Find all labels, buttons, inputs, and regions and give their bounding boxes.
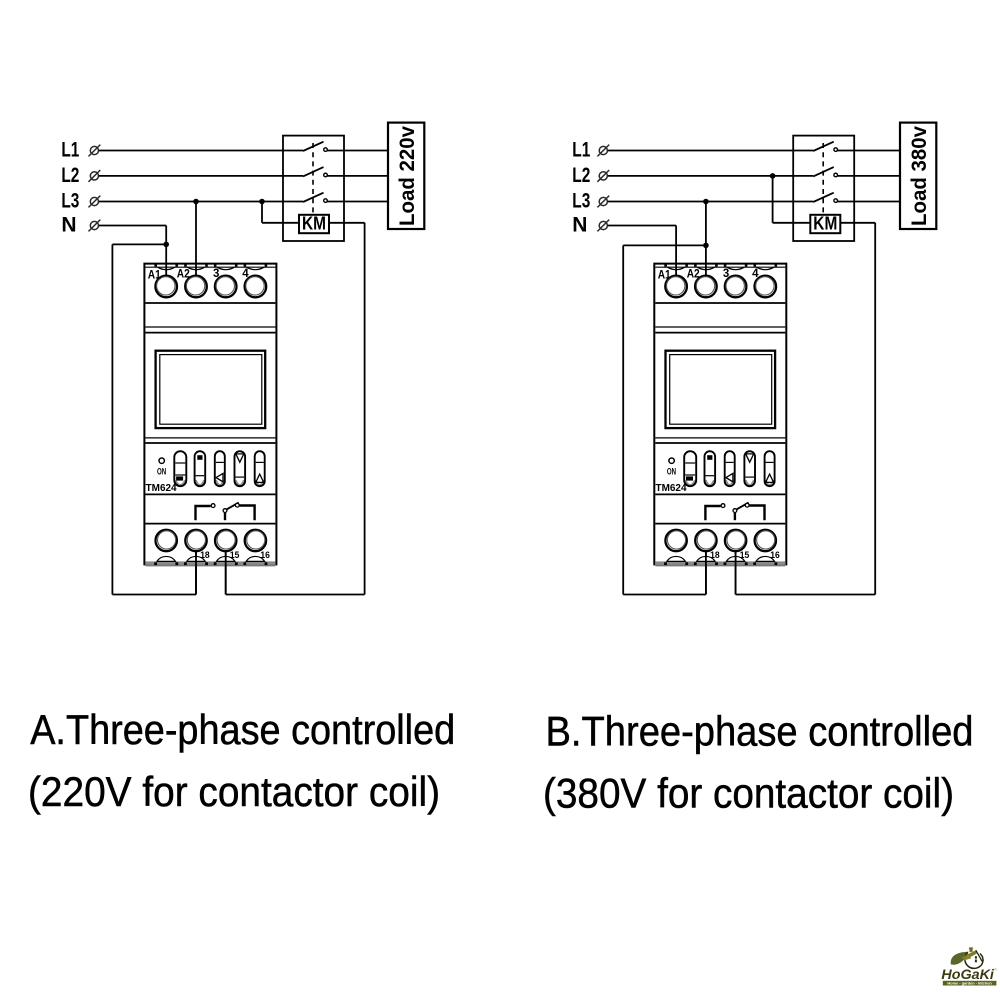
svg-text:15: 15 (230, 550, 240, 561)
svg-text:LTD: LTD (993, 968, 998, 972)
svg-text:Load 220v: Load 220v (395, 126, 419, 226)
svg-text:L1: L1 (61, 138, 79, 161)
svg-text:16: 16 (770, 550, 780, 561)
svg-text:A2: A2 (177, 269, 190, 281)
svg-text:B.Three-phase controlled: B.Three-phase controlled (546, 708, 974, 755)
svg-text:A.Three-phase controlled: A.Three-phase controlled (30, 706, 455, 753)
svg-text:A2: A2 (687, 269, 700, 281)
svg-text:ON: ON (157, 466, 166, 476)
svg-text:L3: L3 (61, 189, 79, 212)
svg-text:L3: L3 (572, 189, 590, 212)
svg-text:18: 18 (200, 550, 210, 561)
svg-text:4: 4 (752, 268, 759, 280)
svg-text:L2: L2 (61, 164, 79, 187)
svg-text:4: 4 (242, 268, 249, 280)
svg-text:TM624: TM624 (656, 482, 687, 494)
svg-text:(380V for contactor coil): (380V for contactor coil) (543, 770, 954, 817)
svg-text:A1: A1 (148, 269, 162, 281)
svg-text:3: 3 (213, 268, 219, 280)
svg-text:Home - garden - kitchen: Home - garden - kitchen (947, 981, 992, 986)
svg-text:3: 3 (723, 268, 729, 280)
svg-text:18: 18 (710, 550, 720, 561)
svg-text:Load 380v: Load 380v (907, 126, 931, 226)
svg-text:HoGaKi: HoGaKi (941, 967, 994, 982)
svg-text:N: N (61, 213, 76, 236)
svg-text:ON: ON (667, 466, 676, 476)
svg-text:N: N (572, 213, 587, 236)
svg-text:L2: L2 (572, 164, 590, 187)
svg-text:15: 15 (740, 550, 750, 561)
svg-text:16: 16 (260, 550, 270, 561)
svg-text:A1: A1 (658, 269, 672, 281)
svg-text:(220V for contactor coil): (220V for contactor coil) (28, 768, 440, 815)
svg-text:KM: KM (813, 214, 837, 234)
svg-text:TM624: TM624 (146, 482, 177, 494)
svg-text:L1: L1 (572, 138, 590, 161)
svg-text:KM: KM (302, 214, 326, 234)
